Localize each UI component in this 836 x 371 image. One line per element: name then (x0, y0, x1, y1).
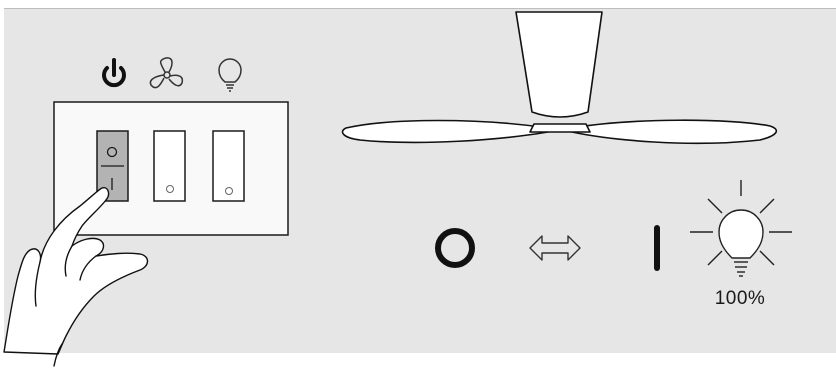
power-icon (102, 58, 126, 88)
hand-illustration (3, 187, 149, 367)
fan-hub (529, 123, 591, 133)
fan-icon (149, 57, 184, 89)
lightbulb-icon (218, 58, 242, 92)
double-arrow-icon (529, 235, 581, 261)
off-state-icon (435, 228, 475, 268)
fan-blade-left (341, 119, 549, 144)
off-symbol (106, 146, 118, 158)
ceiling-fan (341, 11, 778, 145)
lit-bulb-icon (690, 180, 792, 277)
brightness-label: 100% (714, 288, 766, 309)
fan-blade-right (571, 119, 778, 145)
fan-canopy (515, 11, 603, 118)
light-rocker-switch[interactable] (212, 130, 245, 202)
fan-rocker-switch[interactable] (153, 130, 186, 202)
